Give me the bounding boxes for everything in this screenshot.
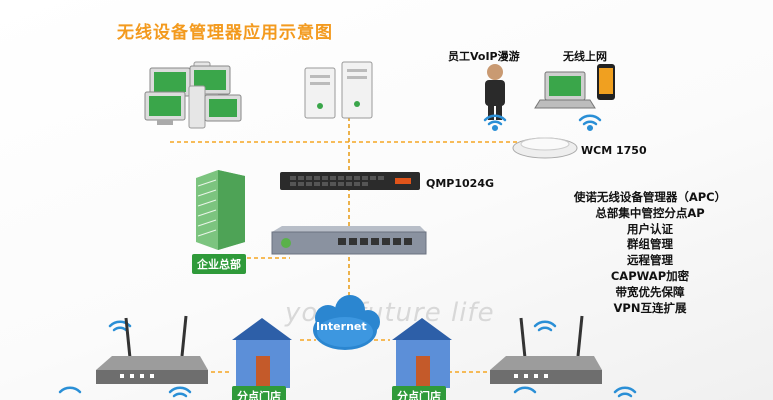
router-icon xyxy=(96,315,208,384)
feature-item: CAPWAP加密 xyxy=(610,268,690,283)
wcm-label: WCM 1750 xyxy=(581,144,647,157)
person-phone-icon xyxy=(485,64,505,120)
router-icon xyxy=(490,315,602,384)
switch-label: QMP1024G xyxy=(426,177,495,190)
voip-label: 员工VoIP漫游 xyxy=(448,50,520,63)
store-icon xyxy=(392,318,452,388)
hq-tag: 企业总部 xyxy=(192,254,246,274)
feature-item: 使诺无线设备管理器（APC） xyxy=(573,190,727,204)
store-icon xyxy=(232,318,292,388)
laptop-icon xyxy=(534,71,596,109)
internet-cloud-icon xyxy=(313,295,380,350)
appliance-icon xyxy=(271,226,427,255)
internet-label: Internet xyxy=(316,320,367,333)
wireless-access-label: 无线上网 xyxy=(563,50,607,63)
feature-item: 远程管理 xyxy=(627,253,673,268)
feature-item: 群组管理 xyxy=(627,237,673,252)
office-building-icon xyxy=(196,170,245,250)
wifi-icon xyxy=(58,114,637,398)
diagram-title: 无线设备管理器应用示意图 xyxy=(117,23,333,43)
feature-list: 使诺无线设备管理器（APC） 总部集中管控分点AP 用户认证 群组管理 远程管理… xyxy=(560,190,740,316)
access-controller-icon xyxy=(512,137,578,159)
feature-item: VPN互连扩展 xyxy=(613,300,687,315)
server-icon xyxy=(304,61,373,119)
switch-icon xyxy=(280,172,420,190)
branch-right-tag: 分点门店 xyxy=(392,386,446,400)
branch-left-tag: 分点门店 xyxy=(232,386,286,400)
feature-item: 带宽优先保障 xyxy=(615,284,685,299)
feature-item: 总部集中管控分点AP xyxy=(595,205,705,220)
workstation-icon xyxy=(144,61,242,129)
feature-item: 用户认证 xyxy=(627,221,673,236)
smartphone-icon xyxy=(597,64,615,100)
